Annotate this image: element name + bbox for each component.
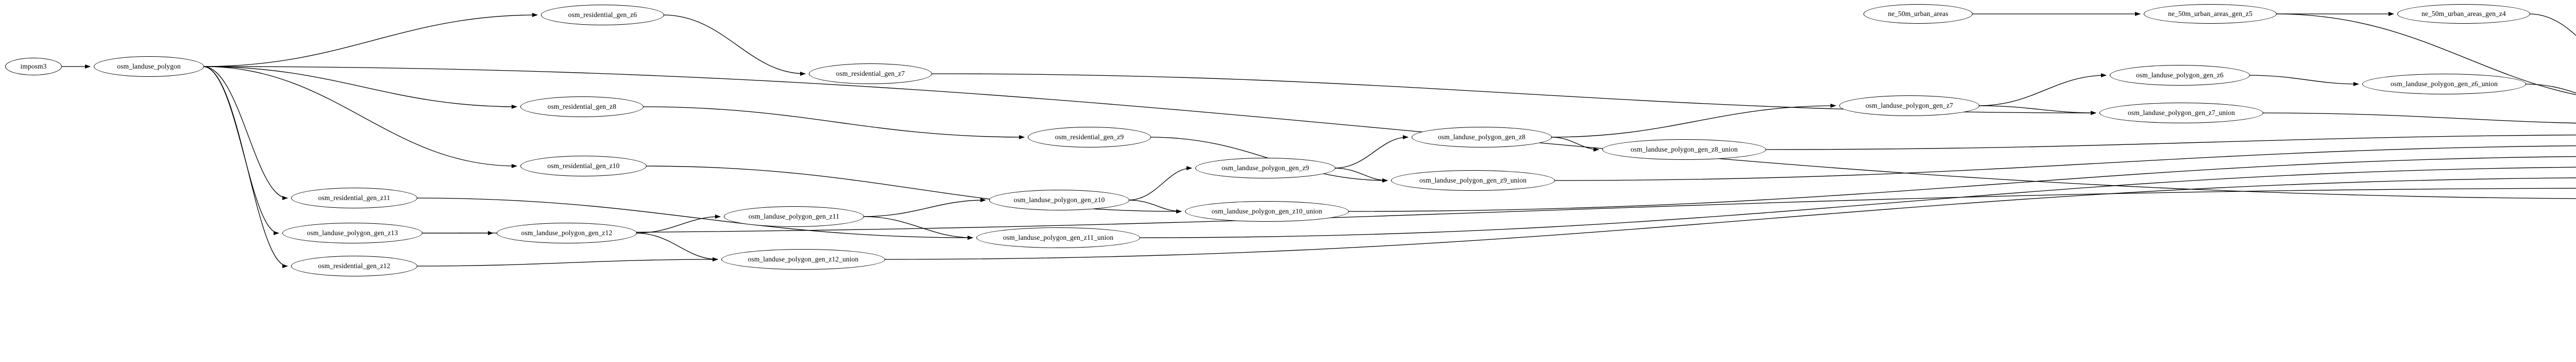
node-label: osm_landuse_polygon_gen_z11_union bbox=[1003, 234, 1114, 242]
edge-osm_landuse_polygon_gen_z11_union-to-layer_landuse:z11 bbox=[1139, 167, 2576, 238]
node-osm_residential_gen_z12[interactable]: osm_residential_gen_z12 bbox=[291, 256, 417, 276]
edge-osm_landuse_polygon_gen_z9-to-osm_landuse_polygon_gen_z8 bbox=[1334, 135, 1409, 169]
node-osm_landuse_polygon_gen_z10_union[interactable]: osm_landuse_polygon_gen_z10_union bbox=[1185, 201, 1349, 222]
edge-osm_landuse_polygon_gen_z6-to-osm_landuse_polygon_gen_z6_union bbox=[2248, 75, 2359, 86]
node-osm_residential_gen_z10[interactable]: osm_residential_gen_z10 bbox=[520, 156, 647, 176]
edge-osm_landuse_polygon_gen_z12_union-to-layer_landuse:z12 bbox=[884, 177, 2576, 260]
node-osm_landuse_polygon_gen_z12[interactable]: osm_landuse_polygon_gen_z12 bbox=[497, 223, 637, 243]
node-osm_residential_gen_z8[interactable]: osm_residential_gen_z8 bbox=[520, 96, 643, 117]
edge-osm_landuse_polygon_gen_z7_union-to-layer_landuse:z7 bbox=[2262, 112, 2576, 124]
node-osm_landuse_polygon_gen_z11[interactable]: osm_landuse_polygon_gen_z11 bbox=[724, 206, 864, 227]
node-osm_landuse_polygon_gen_z9_union[interactable]: osm_landuse_polygon_gen_z9_union bbox=[1391, 170, 1555, 191]
node-label: imposm3 bbox=[20, 62, 47, 71]
node-label: osm_landuse_polygon_gen_z7 bbox=[1866, 102, 1953, 110]
edge-osm_landuse_polygon_gen_z6_union-to-layer_landuse:z6 bbox=[2524, 84, 2576, 94]
edge-osm_residential_gen_z11-to-osm_landuse_polygon_gen_z11_union bbox=[416, 198, 973, 240]
node-label: osm_residential_gen_z7 bbox=[836, 70, 905, 78]
edge-osm_landuse_polygon_gen_z9_union-to-layer_landuse:z9 bbox=[1553, 145, 2576, 181]
node-osm_residential_gen_z9[interactable]: osm_residential_gen_z9 bbox=[1028, 127, 1151, 147]
node-label: osm_residential_gen_z11 bbox=[318, 194, 391, 202]
node-label: osm_residential_gen_z6 bbox=[568, 11, 637, 19]
node-label: osm_residential_gen_z10 bbox=[547, 162, 620, 170]
node-osm_residential_gen_z11[interactable]: osm_residential_gen_z11 bbox=[291, 188, 417, 208]
node-osm_landuse_polygon[interactable]: osm_landuse_polygon bbox=[94, 56, 204, 77]
node-osm_landuse_polygon_gen_z7[interactable]: osm_landuse_polygon_gen_z7 bbox=[1839, 95, 1979, 116]
node-label: osm_landuse_polygon_gen_z10 bbox=[1013, 196, 1105, 204]
edge-osm_landuse_polygon-to-osm_landuse_polygon_gen_z13 bbox=[202, 66, 279, 235]
edge-osm_landuse_polygon_gen_z12-to-osm_landuse_polygon_gen_z12_union bbox=[635, 233, 718, 261]
node-osm_landuse_polygon_gen_z10[interactable]: osm_landuse_polygon_gen_z10 bbox=[989, 190, 1129, 210]
node-label: osm_residential_gen_z9 bbox=[1055, 133, 1124, 141]
edge-osm_landuse_polygon-to-osm_residential_gen_z12 bbox=[202, 66, 288, 268]
edge-osm_residential_gen_z12-to-osm_landuse_polygon_gen_z12_union bbox=[416, 257, 718, 267]
edge-ne_50m_urban_areas_gen_z4-to-layer_landuse:z4 bbox=[2529, 13, 2576, 36]
node-osm_landuse_polygon_gen_z9[interactable]: osm_landuse_polygon_gen_z9 bbox=[1195, 158, 1335, 178]
node-ne_50m_urban_areas_gen_z4[interactable]: ne_50m_urban_areas_gen_z4 bbox=[2397, 4, 2530, 24]
edge-osm_landuse_polygon_gen_z13-to-layer_landuse:z13 bbox=[421, 188, 2576, 234]
node-osm_residential_gen_z6[interactable]: osm_residential_gen_z6 bbox=[541, 5, 664, 25]
node-label: osm_landuse_polygon_gen_z12_union bbox=[748, 255, 859, 264]
node-ne_50m_urban_areas[interactable]: ne_50m_urban_areas bbox=[1863, 4, 1973, 24]
node-osm_landuse_polygon_gen_z12_union[interactable]: osm_landuse_polygon_gen_z12_union bbox=[721, 249, 885, 270]
node-osm_landuse_polygon_gen_z6_union[interactable]: osm_landuse_polygon_gen_z6_union bbox=[2362, 74, 2526, 94]
node-label: osm_landuse_polygon_gen_z10_union bbox=[1211, 207, 1323, 216]
edge-osm_landuse_polygon_gen_z10-to-osm_landuse_polygon_gen_z9 bbox=[1128, 166, 1192, 201]
node-label: osm_landuse_polygon bbox=[117, 62, 181, 71]
edge-osm_landuse_polygon_gen_z10_union-to-layer_landuse:z10 bbox=[1347, 156, 2576, 212]
node-label: osm_landuse_polygon_gen_z6_union bbox=[2391, 80, 2498, 88]
node-osm_landuse_polygon_gen_z8[interactable]: osm_landuse_polygon_gen_z8 bbox=[1412, 127, 1552, 147]
node-osm_landuse_polygon_gen_z13[interactable]: osm_landuse_polygon_gen_z13 bbox=[282, 223, 422, 243]
edge-osm_landuse_polygon-to-osm_residential_gen_z10 bbox=[202, 66, 517, 168]
node-label: ne_50m_urban_areas_gen_z4 bbox=[2421, 10, 2506, 18]
node-label: osm_landuse_polygon_gen_z12 bbox=[521, 229, 613, 237]
node-ne_50m_urban_areas_gen_z5[interactable]: ne_50m_urban_areas_gen_z5 bbox=[2144, 4, 2277, 24]
node-label: osm_landuse_polygon_gen_z8 bbox=[1438, 133, 1526, 141]
node-label: osm_landuse_polygon_gen_z13 bbox=[307, 229, 398, 237]
node-label: osm_landuse_polygon_gen_z8_union bbox=[1631, 145, 1738, 154]
edge-osm_landuse_polygon-to-osm_residential_gen_z8 bbox=[202, 66, 517, 109]
edge-osm_residential_gen_z8-to-osm_residential_gen_z9 bbox=[642, 106, 1025, 139]
node-osm_landuse_polygon_gen_z6[interactable]: osm_landuse_polygon_gen_z6 bbox=[2110, 65, 2250, 86]
node-label: osm_residential_gen_z12 bbox=[318, 262, 391, 270]
edge-osm_landuse_polygon_gen_z8_union-to-layer_landuse:z8 bbox=[1765, 135, 2576, 150]
edge-osm_landuse_polygon-to-osm_residential_gen_z6 bbox=[202, 13, 538, 67]
node-osm_landuse_polygon_gen_z8_union[interactable]: osm_landuse_polygon_gen_z8_union bbox=[1602, 139, 1766, 160]
node-label: ne_50m_urban_areas bbox=[1888, 10, 1948, 18]
edge-ne_50m_urban_areas_gen_z5-to-layer_landuse:z5 bbox=[2275, 13, 2576, 95]
edge-osm_landuse_polygon_gen_z8-to-osm_landuse_polygon_gen_z7 bbox=[1550, 104, 1836, 138]
node-label: osm_residential_gen_z8 bbox=[547, 103, 617, 111]
node-osm_landuse_polygon_gen_z7_union[interactable]: osm_landuse_polygon_gen_z7_union bbox=[2099, 103, 2263, 123]
edge-osm_landuse_polygon_gen_z10-to-osm_landuse_polygon_gen_z10_union bbox=[1128, 200, 1182, 213]
node-osm_landuse_polygon_gen_z11_union[interactable]: osm_landuse_polygon_gen_z11_union bbox=[976, 227, 1140, 248]
node-label: osm_landuse_polygon_gen_z6 bbox=[2136, 71, 2224, 79]
node-label: osm_landuse_polygon_gen_z9 bbox=[1222, 164, 1309, 172]
edge-osm_landuse_polygon_gen_z9-to-osm_landuse_polygon_gen_z9_union bbox=[1334, 168, 1388, 183]
edge-osm_landuse_polygon_gen_z8-to-osm_landuse_polygon_gen_z8_union bbox=[1550, 137, 1599, 152]
edge-osm_landuse_polygon_gen_z11-to-osm_landuse_polygon_gen_z11_union bbox=[862, 216, 973, 240]
edge-osm_landuse_polygon-to-osm_residential_gen_z11 bbox=[202, 66, 288, 200]
node-label: osm_landuse_polygon_gen_z9_union bbox=[1419, 176, 1527, 185]
node-osm_residential_gen_z7[interactable]: osm_residential_gen_z7 bbox=[809, 63, 932, 84]
node-label: osm_landuse_polygon_gen_z7_union bbox=[2128, 109, 2235, 117]
node-imposm3[interactable]: imposm3 bbox=[5, 58, 62, 75]
node-label: ne_50m_urban_areas_gen_z5 bbox=[2168, 10, 2252, 18]
edge-osm_landuse_polygon_gen_z11-to-osm_landuse_polygon_gen_z10 bbox=[862, 198, 986, 217]
node-label: osm_landuse_polygon_gen_z11 bbox=[748, 212, 840, 221]
edge-osm_landuse_polygon_gen_z7-to-osm_landuse_polygon_gen_z7_union bbox=[1978, 105, 2096, 115]
edge-osm_landuse_polygon_gen_z7-to-osm_landuse_polygon_gen_z6 bbox=[1978, 73, 2107, 106]
edge-osm_residential_gen_z6-to-osm_residential_gen_z7 bbox=[663, 14, 806, 76]
edge-osm_landuse_polygon_gen_z12-to-osm_landuse_polygon_gen_z11 bbox=[635, 215, 721, 234]
